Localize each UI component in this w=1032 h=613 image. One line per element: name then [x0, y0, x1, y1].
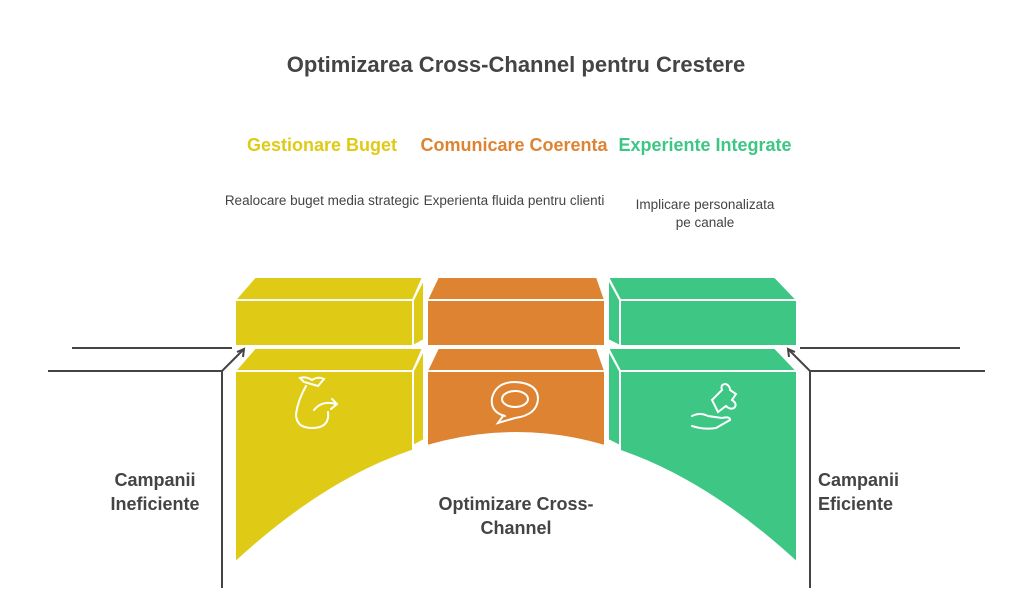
- block-yellow-top: [232, 276, 425, 301]
- block-orange-front: [426, 299, 606, 347]
- upper-blocks: [232, 276, 800, 348]
- column-heading: Comunicare Coerenta: [420, 135, 608, 155]
- puzzle-hand-icon: [691, 382, 738, 430]
- block-green-front: [619, 299, 798, 347]
- column-description: Experienta fluida pentru clienti: [423, 193, 605, 208]
- block-green-top: [606, 276, 800, 301]
- column-heading: Gestionare Buget: [246, 135, 398, 155]
- speech-bubble-icon: [490, 380, 540, 425]
- column-description: Realocare buget media strategic: [224, 193, 420, 208]
- block-orange-top: [425, 276, 607, 301]
- money-bag-icon: [294, 376, 339, 430]
- column-heading: Experiente Integrate: [618, 135, 792, 155]
- column-description: Implicare personalizata pe canale: [635, 197, 775, 230]
- arch-opening: [230, 432, 802, 600]
- right-label: Campanii Eficiente: [818, 470, 900, 514]
- connector-lines: [48, 347, 985, 588]
- left-label: Campanii Ineficiente: [110, 470, 200, 514]
- block-yellow-front: [234, 299, 414, 347]
- page-title: Optimizarea Cross-Channel pentru Crester…: [286, 52, 746, 77]
- center-label: Optimizare Cross-Channel: [438, 494, 594, 538]
